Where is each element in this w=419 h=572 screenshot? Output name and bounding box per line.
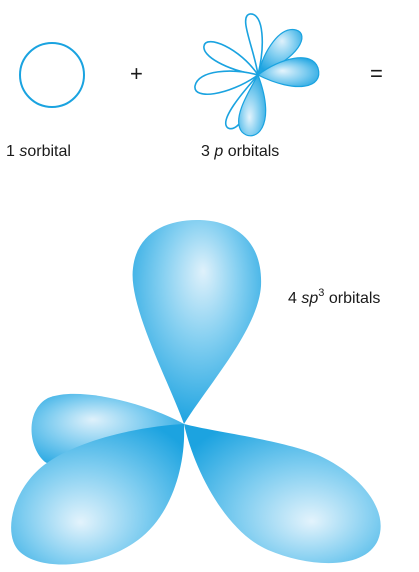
p-orbitals-letter: p bbox=[214, 143, 224, 160]
p-orbital-lobe-upper-right bbox=[257, 29, 303, 76]
sp3-lobe-top bbox=[132, 219, 262, 424]
p-orbital-lobe-top bbox=[244, 13, 263, 76]
sp3-orbitals-label: 4 sp3 orbitals bbox=[288, 287, 381, 310]
p-orbitals-shape bbox=[194, 13, 320, 137]
p-orbitals-label: 3 p orbitals bbox=[201, 142, 279, 162]
s-orbital-label: 1 sorbital bbox=[6, 142, 71, 162]
sp3-lobe-lower-left bbox=[11, 424, 185, 565]
sp3-lobe-lower-right bbox=[184, 424, 381, 564]
s-orbital-shape bbox=[19, 42, 85, 108]
p-orbitals-word: orbitals bbox=[227, 143, 280, 160]
plus-sign: + bbox=[130, 61, 143, 86]
sp3-orbitals-superscript: 3 bbox=[318, 287, 325, 299]
p-orbital-lobe-bottom bbox=[238, 73, 267, 137]
sp3-orbitals-count: 4 bbox=[288, 290, 297, 307]
sp3-orbitals-letter: sp bbox=[301, 290, 319, 307]
s-orbital-letter: s bbox=[19, 143, 28, 160]
p-orbital-lobe-upper-left bbox=[203, 41, 260, 77]
sp3-lobe-back-left bbox=[31, 393, 184, 467]
p-orbital-lobe-left bbox=[194, 70, 260, 96]
s-orbital-word: orbital bbox=[27, 143, 71, 160]
s-orbital-count: 1 bbox=[6, 143, 15, 160]
equals-sign: = bbox=[370, 61, 383, 86]
p-orbitals-count: 3 bbox=[201, 143, 210, 160]
sp3-orbitals-word: orbitals bbox=[328, 290, 381, 307]
p-orbital-lobe-right bbox=[256, 57, 320, 88]
sp3-orbitals-shape bbox=[11, 219, 381, 565]
